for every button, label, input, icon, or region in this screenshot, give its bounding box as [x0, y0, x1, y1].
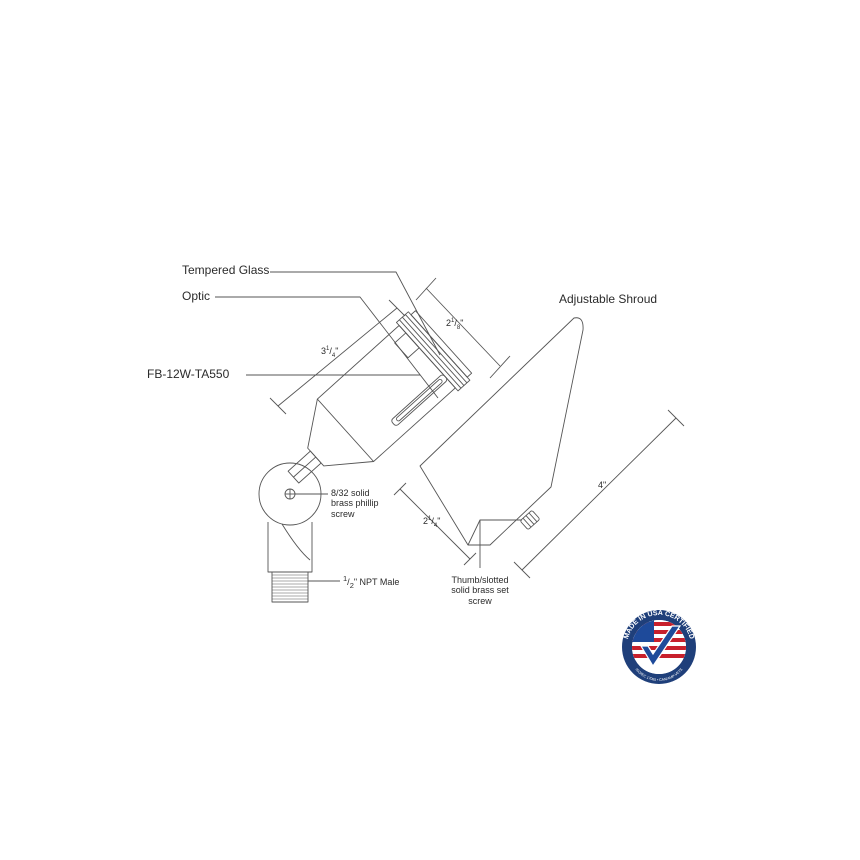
- label-tempered-glass: Tempered Glass: [182, 263, 270, 277]
- dim-bottom-den: 4: [433, 522, 438, 529]
- label-adjustable-shroud: Adjustable Shroud: [559, 292, 658, 306]
- shroud-edge: [467, 519, 481, 546]
- thread-lines: [272, 574, 308, 600]
- label-thumb-screw-line3: screw: [468, 595, 492, 606]
- label-npt-male: 1/2" NPT Male: [343, 574, 400, 590]
- label-model: FB-12W-TA550: [147, 367, 230, 381]
- label-phillip-screw-line2: brass phillip: [331, 498, 379, 509]
- dim-left-den: 4: [331, 352, 336, 359]
- dim-right-label: 4": [598, 480, 607, 490]
- dim-left-lines: [269, 299, 406, 415]
- dim-top-lines: [415, 277, 511, 379]
- npt-numerator: 1: [343, 574, 348, 583]
- dim-left-label: 31/4": [321, 346, 339, 359]
- label-phillip-screw-line3: screw: [331, 508, 355, 519]
- label-thumb-screw: Thumb/slotted solid brass set screw: [446, 575, 514, 606]
- dim-left-whole: 3: [321, 346, 327, 356]
- housing-slot: [391, 374, 448, 426]
- leader-tempered-glass: [270, 271, 441, 356]
- dim-left-unit: ": [335, 346, 339, 356]
- made-in-usa-badge: MADE IN USA CERTIFIED ISO/IEC 17065 • CA…: [622, 610, 696, 684]
- dim-top-unit: ": [460, 318, 464, 328]
- dim-right-lines: [513, 409, 685, 579]
- dim-top-den: 8: [456, 324, 461, 331]
- dim-bottom-lines: [393, 482, 477, 566]
- dim-top-num: 1: [451, 318, 455, 324]
- stem: [267, 522, 313, 573]
- adjustable-shroud: [419, 317, 584, 546]
- fixture-body: [287, 310, 473, 484]
- leader-optic: [215, 296, 439, 399]
- dim-left-num: 1: [326, 346, 330, 352]
- label-optic: Optic: [182, 289, 211, 303]
- tempered-glass: [410, 310, 473, 378]
- dim-top-whole: 2: [446, 318, 452, 328]
- npt-denominator: 2: [349, 580, 354, 590]
- label-phillip-screw-line1: 8/32 solid: [331, 488, 370, 498]
- label-phillip-screw: 8/32 solid brass phillip screw: [331, 488, 379, 519]
- check-mark-icon: [639, 625, 682, 668]
- dim-bottom-unit: ": [437, 516, 441, 526]
- rear-taper: [307, 398, 374, 467]
- thumb-screw: [520, 510, 540, 530]
- optic: [394, 332, 420, 359]
- npt-text: " NPT Male: [353, 577, 400, 587]
- label-thumb-screw-line1: Thumb/slotted: [451, 575, 509, 585]
- leader-thumb-screw: [479, 519, 522, 568]
- dim-top-label: 21/8": [446, 318, 464, 331]
- dim-bottom-label: 21/4": [423, 516, 441, 529]
- dim-bottom-whole: 2: [423, 516, 429, 526]
- dim-bottom-num: 1: [428, 516, 432, 522]
- label-thumb-screw-line2: solid brass set: [451, 585, 509, 596]
